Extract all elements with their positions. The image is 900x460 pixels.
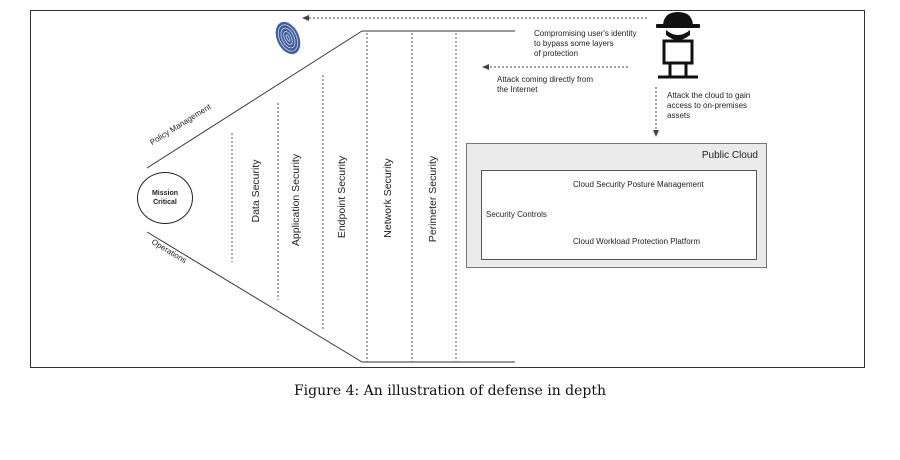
layer-label-endpoint: Endpoint Security xyxy=(336,155,348,239)
internet-attack-text: Attack coming directly from the Internet xyxy=(497,75,594,94)
layer-label-data: Data Security xyxy=(250,159,262,223)
public-cloud-title: Public Cloud xyxy=(701,150,758,161)
fingerprint-icon xyxy=(275,21,301,55)
mission-line1: Mission xyxy=(151,190,179,197)
identity-attack-text: Compromising user's identity to bypass s… xyxy=(534,29,637,58)
layer-label-application: Application Security xyxy=(290,153,302,247)
security-controls-panel: Security Controls Cloud Security Posture… xyxy=(481,170,757,260)
figure-caption: Figure 4: An illustration of defense in … xyxy=(293,383,607,399)
layer-label-network: Network Security xyxy=(382,158,394,238)
mission-critical-circle: Mission Critical xyxy=(137,172,193,224)
security-controls-label: Security Controls xyxy=(486,210,547,219)
funnel-top-edge xyxy=(146,30,363,169)
control-item-cspm: Cloud Security Posture Management xyxy=(573,180,704,189)
control-item-cwpp: Cloud Workload Protection Platform xyxy=(573,237,701,246)
hacker-icon xyxy=(656,12,700,79)
diagram-frame xyxy=(30,10,865,368)
mission-line2: Critical xyxy=(153,199,177,206)
layer-label-perimeter: Perimeter Security xyxy=(427,155,439,243)
cloud-attack-text: Attack the cloud to gain access to on-pr… xyxy=(667,91,751,120)
funnel-bottom-edge xyxy=(146,231,363,363)
